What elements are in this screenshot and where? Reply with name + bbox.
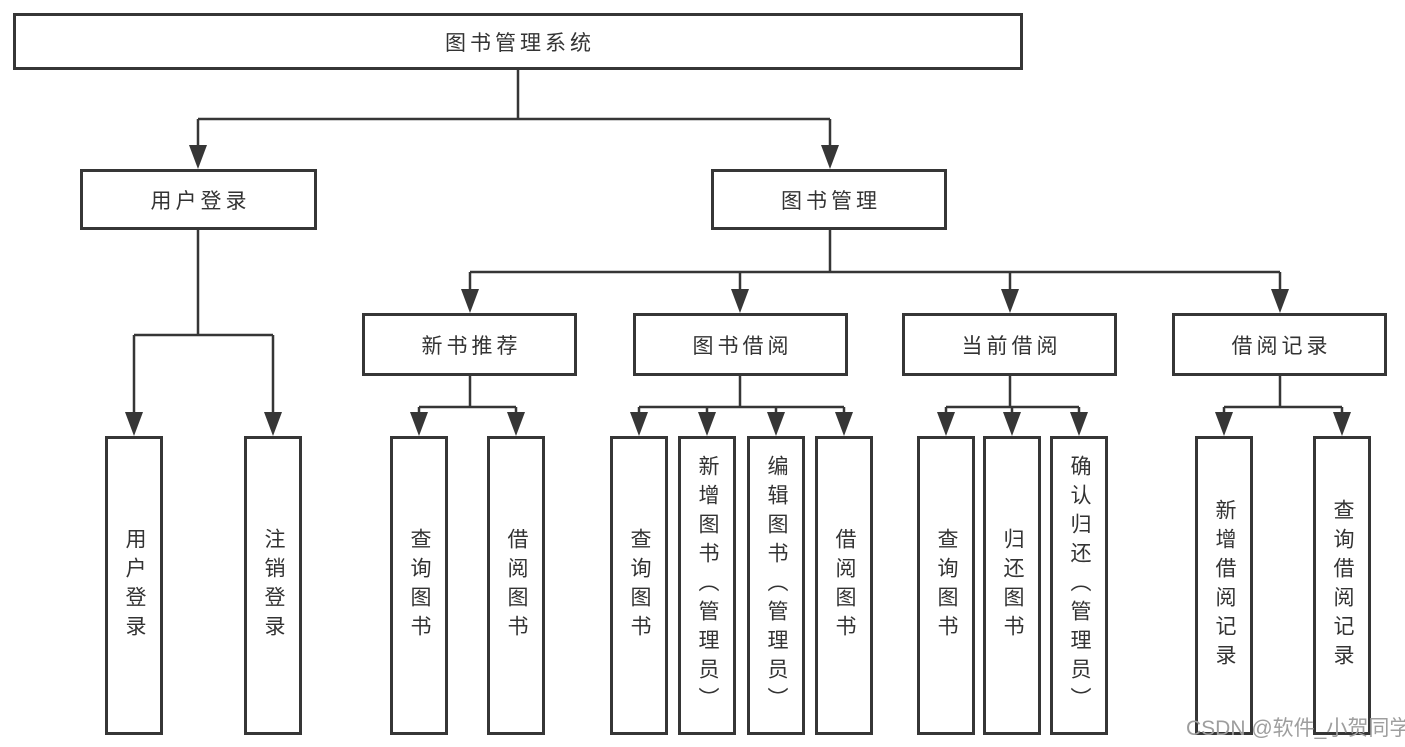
arrowhead-leaf-recommend-query <box>410 412 428 436</box>
leaf-record-query-borrow-record: 查询借阅记录 <box>1313 436 1371 735</box>
leaf-recommend-borrow-books-label: 借阅图书 <box>505 527 528 644</box>
arrowhead-leaf-recommend-borrow <box>507 412 525 436</box>
connector-recommend-branch <box>419 376 516 409</box>
leaf-borrow-edit-books-admin-label: 编辑图书（管理员） <box>765 455 788 716</box>
node-book-borrow: 图书借阅 <box>633 313 848 376</box>
arrowhead-leaf-borrow-add <box>698 412 716 436</box>
node-user-login: 用户登录 <box>80 169 317 230</box>
connector-manage-branch <box>470 230 1280 274</box>
arrowhead-leaf-login-logout <box>264 412 282 436</box>
leaf-current-query-books: 查询图书 <box>917 436 975 735</box>
arrowhead-leaf-borrow-edit <box>767 412 785 436</box>
leaf-record-query-borrow-record-label: 查询借阅记录 <box>1331 498 1354 673</box>
arrowhead-leaf-current-return <box>1003 412 1021 436</box>
leaf-logout-label: 注销登录 <box>262 527 285 644</box>
arrowhead-borrow-record <box>1271 289 1289 313</box>
node-current-borrow-label: 当前借阅 <box>961 334 1062 358</box>
arrowhead-leaf-login-user <box>125 412 143 436</box>
leaf-recommend-query-books-label: 查询图书 <box>408 527 431 644</box>
node-book-borrow-label: 图书借阅 <box>692 334 793 358</box>
arrowhead-current-borrow <box>1001 289 1019 313</box>
leaf-borrow-borrow-books: 借阅图书 <box>815 436 873 735</box>
leaf-borrow-add-books-admin-label: 新增图书（管理员） <box>696 455 719 716</box>
leaf-borrow-query-books-label: 查询图书 <box>628 527 651 644</box>
leaf-record-add-borrow-record-label: 新增借阅记录 <box>1213 498 1236 673</box>
arrowhead-new-book-recommend <box>461 289 479 313</box>
node-book-management: 图书管理 <box>711 169 947 230</box>
connector-root-branch <box>198 70 830 121</box>
node-borrow-record-label: 借阅记录 <box>1231 334 1332 358</box>
leaf-current-return-books: 归还图书 <box>983 436 1041 735</box>
arrowhead-leaf-record-add <box>1215 412 1233 436</box>
leaf-current-confirm-return-admin: 确认归还（管理员） <box>1050 436 1108 735</box>
node-new-book-recommend: 新书推荐 <box>362 313 577 376</box>
leaf-recommend-query-books: 查询图书 <box>390 436 448 735</box>
connector-current-branch <box>946 376 1079 409</box>
arrowhead-leaf-current-query <box>937 412 955 436</box>
node-root-library-system: 图书管理系统 <box>13 13 1023 70</box>
arrowhead-book-borrow <box>731 289 749 313</box>
connector-borrow-branch <box>639 376 844 409</box>
node-user-login-label: 用户登录 <box>150 189 251 213</box>
leaf-user-login-label: 用户登录 <box>123 527 146 644</box>
leaf-current-query-books-label: 查询图书 <box>935 527 958 644</box>
node-new-book-recommend-label: 新书推荐 <box>421 334 522 358</box>
node-book-management-label: 图书管理 <box>781 189 881 213</box>
node-root-label: 图书管理系统 <box>445 31 595 55</box>
watermark-csdn: CSDN @软件_小贺同学 <box>1186 717 1405 740</box>
connector-login-branch <box>134 230 273 337</box>
arrowhead-user-login <box>189 145 207 169</box>
leaf-recommend-borrow-books: 借阅图书 <box>487 436 545 735</box>
arrowhead-leaf-borrow-query <box>630 412 648 436</box>
leaf-current-return-books-label: 归还图书 <box>1001 527 1024 644</box>
leaf-borrow-query-books: 查询图书 <box>610 436 668 735</box>
leaf-borrow-add-books-admin: 新增图书（管理员） <box>678 436 736 735</box>
arrowhead-book-management <box>821 145 839 169</box>
leaf-record-add-borrow-record: 新增借阅记录 <box>1195 436 1253 735</box>
leaf-borrow-borrow-books-label: 借阅图书 <box>833 527 856 644</box>
leaf-borrow-edit-books-admin: 编辑图书（管理员） <box>747 436 805 735</box>
connector-record-branch <box>1224 376 1342 409</box>
leaf-user-login: 用户登录 <box>105 436 163 735</box>
node-borrow-record: 借阅记录 <box>1172 313 1387 376</box>
arrowhead-leaf-borrow-borrow <box>835 412 853 436</box>
node-current-borrow: 当前借阅 <box>902 313 1117 376</box>
arrowhead-leaf-record-query <box>1333 412 1351 436</box>
arrowhead-leaf-current-confirm <box>1070 412 1088 436</box>
leaf-logout: 注销登录 <box>244 436 302 735</box>
leaf-current-confirm-return-admin-label: 确认归还（管理员） <box>1068 455 1091 716</box>
